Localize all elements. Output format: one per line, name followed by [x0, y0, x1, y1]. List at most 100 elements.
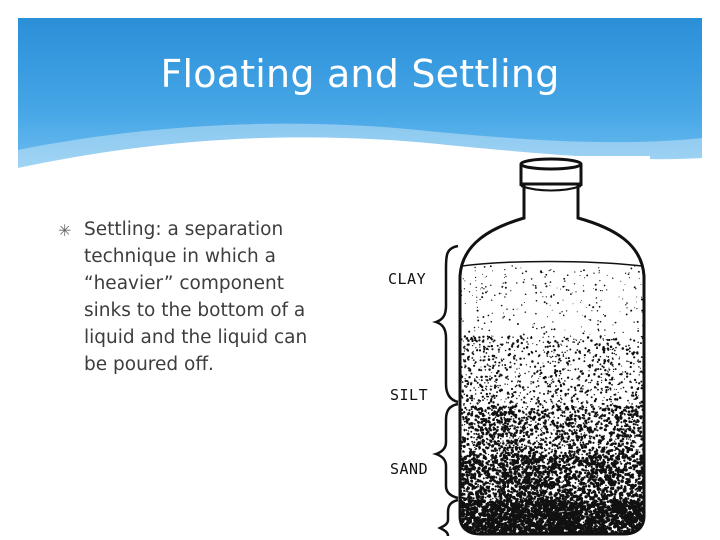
- sediment-particle: [503, 406, 506, 409]
- sediment-particle: [613, 483, 616, 486]
- sediment-particle: [586, 430, 589, 432]
- sediment-particle: [566, 440, 569, 443]
- sediment-particle: [589, 390, 591, 392]
- sediment-particle: [511, 446, 513, 449]
- sediment-particle: [599, 363, 602, 366]
- sediment-particle: [581, 373, 583, 375]
- sediment-particle: [541, 464, 545, 468]
- sediment-particle: [464, 379, 467, 383]
- sediment-particle: [542, 421, 545, 424]
- sediment-particle: [523, 389, 525, 391]
- sediment-particle: [611, 450, 613, 452]
- sediment-particle: [640, 342, 642, 345]
- sediment-particle: [516, 308, 518, 310]
- sediment-particle: [600, 472, 603, 475]
- sediment-particle: [463, 437, 467, 441]
- sediment-particle: [630, 444, 633, 448]
- sediment-particle: [533, 481, 537, 485]
- sediment-particle: [635, 451, 638, 454]
- sediment-particle: [491, 395, 494, 398]
- sediment-particle: [608, 412, 611, 415]
- sediment-particle: [489, 399, 493, 403]
- sediment-particle: [551, 355, 554, 358]
- sediment-particle: [521, 386, 525, 389]
- sediment-particle: [627, 498, 629, 500]
- sediment-particle: [588, 426, 592, 429]
- sediment-particle: [572, 499, 575, 502]
- sediment-particle: [506, 439, 509, 443]
- sediment-particle: [463, 473, 466, 476]
- sediment-particle: [538, 443, 540, 446]
- sediment-particle: [573, 466, 575, 469]
- sediment-particle: [486, 379, 489, 382]
- sediment-particle: [594, 459, 597, 462]
- sediment-particle: [530, 424, 533, 426]
- sediment-particle: [461, 353, 464, 356]
- sediment-particle: [587, 454, 592, 459]
- sediment-particle: [591, 310, 593, 312]
- sediment-particle: [461, 390, 463, 392]
- sediment-particle: [499, 455, 502, 458]
- sediment-particle: [510, 490, 513, 494]
- sediment-particle: [463, 423, 466, 426]
- sediment-particle: [633, 356, 636, 359]
- sediment-particle: [549, 390, 552, 393]
- sediment-particle: [566, 457, 571, 462]
- sediment-particle: [536, 497, 539, 500]
- sediment-particle: [600, 464, 605, 469]
- sediment-particle: [561, 414, 564, 417]
- sediment-particle: [477, 399, 480, 402]
- sediment-particle: [471, 344, 474, 347]
- sediment-particle: [548, 342, 550, 345]
- sediment-particle: [557, 379, 561, 383]
- sediment-particle: [471, 339, 474, 343]
- sediment-particle: [481, 296, 484, 299]
- sediment-particle: [462, 320, 464, 322]
- sediment-particle: [585, 307, 587, 309]
- sediment-particle: [567, 340, 570, 342]
- sediment-particle: [620, 421, 623, 424]
- sediment-particle: [535, 426, 539, 430]
- sediment-particle: [469, 283, 472, 285]
- sediment-particle: [469, 469, 472, 472]
- sediment-particle: [543, 484, 546, 487]
- sediment-particle: [482, 443, 486, 446]
- sediment-particle: [472, 364, 476, 367]
- sediment-particle: [533, 495, 537, 499]
- sediment-particle: [485, 392, 489, 396]
- sediment-particle: [476, 306, 479, 308]
- sediment-particle: [578, 341, 581, 344]
- sediment-particle: [572, 303, 574, 305]
- sediment-particle: [574, 271, 576, 273]
- sediment-particle: [512, 446, 515, 449]
- sediment-particle: [637, 449, 639, 451]
- sediment-particle: [516, 282, 518, 284]
- sediment-particle: [482, 417, 485, 421]
- sediment-particle: [614, 388, 616, 390]
- sediment-particle: [536, 499, 540, 503]
- sediment-particle: [581, 450, 584, 452]
- sediment-particle: [565, 418, 569, 421]
- sediment-particle: [464, 303, 466, 305]
- sediment-particle: [640, 298, 643, 301]
- sediment-particle: [570, 415, 573, 418]
- sediment-particle: [480, 421, 483, 424]
- sediment-particle: [546, 352, 549, 355]
- sediment-particle: [564, 451, 567, 455]
- sediment-particle: [553, 348, 556, 352]
- sediment-particle: [483, 347, 486, 350]
- sediment-particle: [506, 420, 509, 423]
- sediment-particle: [474, 446, 476, 449]
- sediment-particle: [632, 423, 635, 426]
- sediment-particle: [504, 296, 506, 298]
- sediment-particle: [529, 424, 532, 427]
- sediment-particle: [492, 497, 494, 500]
- sediment-particle: [637, 434, 641, 437]
- sediment-particle: [604, 455, 607, 458]
- sediment-particle: [588, 412, 591, 415]
- sediment-particle: [593, 427, 597, 431]
- sediment-particle: [501, 359, 503, 362]
- sediment-particle: [545, 449, 548, 451]
- sediment-particle: [635, 464, 639, 468]
- sediment-particle: [631, 382, 632, 384]
